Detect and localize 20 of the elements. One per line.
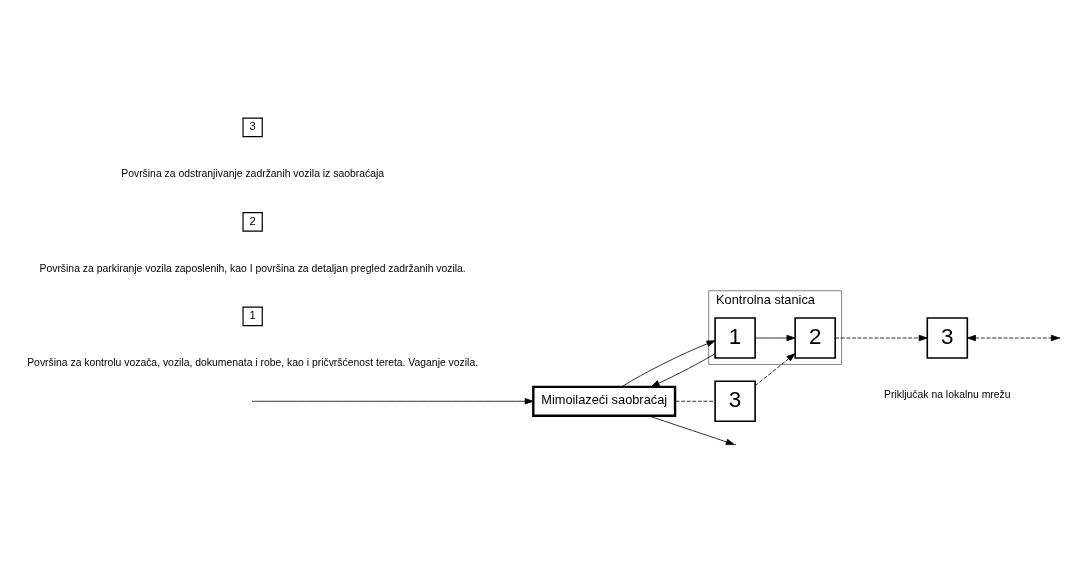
node-box: 1: [242, 306, 263, 326]
arrow: [621, 339, 716, 387]
node-box: 1: [714, 316, 756, 359]
arrow: [754, 334, 796, 341]
node-box: 2: [794, 316, 836, 359]
node-box: Mimoilazeći saobraćaj: [532, 385, 677, 417]
node-label: Priključak na lokalnu mrežu: [884, 388, 1011, 400]
node-box: 3: [714, 379, 756, 422]
connector: [674, 400, 716, 402]
arrow: [834, 334, 928, 341]
node-box: 3: [242, 117, 263, 137]
node-label: Površina za kontrolu vozača, vozila, dokumenata i robe, kao i pričvršćenost tereta. Vaganje vozila.: [27, 356, 479, 368]
arrow: [648, 414, 735, 445]
arrow: [253, 397, 534, 404]
node-label: Površina za odstranjivanje zadržanih vozila iz saobraćaja: [121, 167, 385, 179]
node-label: Površina za parkiranje vozila zaposlenih, kao I površina za detaljan pregled zadržanih vozila.: [39, 262, 466, 274]
node-box: 3: [926, 316, 969, 359]
node-box: 2: [242, 211, 263, 232]
arrow: [754, 352, 796, 386]
arrow: [650, 352, 716, 387]
